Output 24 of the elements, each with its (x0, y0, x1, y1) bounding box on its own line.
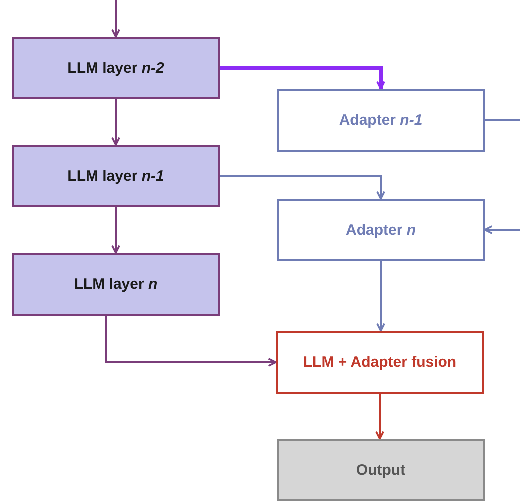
arrow (105, 316, 277, 367)
arrow (112, 207, 120, 254)
node-label: Output (356, 462, 406, 478)
arrow (220, 175, 386, 200)
connector-line (485, 120, 520, 122)
layer-box (12, 37, 220, 99)
arrow (220, 66, 386, 90)
node-label: LLM layer n (74, 276, 158, 293)
arrow (376, 394, 384, 440)
adapter-box (277, 89, 485, 152)
output-box (277, 439, 485, 501)
layer-box (12, 145, 220, 207)
arrow (112, 99, 120, 146)
node-label: Adapter n-1 (339, 112, 423, 129)
adapter-box (277, 199, 485, 261)
arrow (112, 0, 120, 38)
arrow (376, 261, 386, 332)
layer-box (12, 253, 220, 316)
node-label: LLM layer n-1 (68, 168, 164, 184)
node-label: LLM layer n-2 (68, 60, 164, 76)
node-label: LLM + Adapter fusion (303, 354, 457, 371)
arrow (484, 226, 520, 234)
fusion-box (276, 331, 484, 394)
node-label: Adapter n (346, 222, 416, 238)
